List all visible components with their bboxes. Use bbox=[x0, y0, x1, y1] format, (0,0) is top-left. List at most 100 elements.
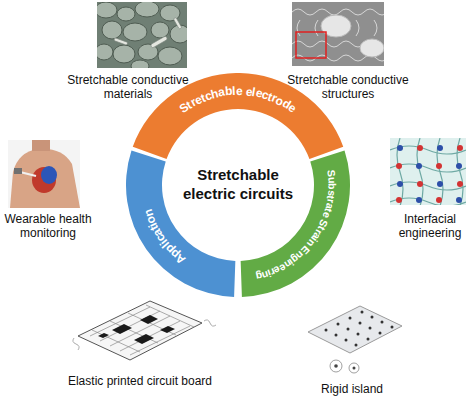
rigid-island-sheet-part bbox=[330, 360, 359, 373]
wearable-photo-part bbox=[10, 149, 80, 208]
rigid-island-sheet-part-part bbox=[335, 334, 338, 337]
segment-letter: l bbox=[232, 85, 236, 97]
segment-letter: g bbox=[255, 271, 264, 283]
interface-network-part-part bbox=[390, 146, 466, 154]
interface-network-part-part bbox=[397, 138, 403, 205]
rigid-island-sheet-part-part bbox=[349, 363, 359, 373]
segment-title: Substrate Strain Engineering bbox=[126, 73, 350, 297]
interface-network-part-part bbox=[457, 145, 463, 151]
circuit-board bbox=[73, 301, 216, 360]
segment-letter: b bbox=[224, 85, 233, 98]
segment-letter: u bbox=[326, 177, 337, 184]
interface-network-part-part bbox=[436, 197, 442, 203]
materials-photo-part-part bbox=[135, 2, 159, 17]
figure-caption: Elastic printed circuit board bbox=[50, 374, 230, 388]
figure-caption: Wearable health monitoring bbox=[2, 212, 94, 241]
rigid-island-sheet-part-part bbox=[330, 360, 342, 372]
rigid-island-sheet-part bbox=[308, 306, 402, 353]
segment-title: Application bbox=[126, 73, 350, 297]
rigid-island-sheet-part-part bbox=[379, 332, 382, 335]
interface-network-part-part bbox=[397, 181, 403, 187]
circuit-board-part-part bbox=[160, 326, 175, 333]
materials-photo-part-part bbox=[113, 45, 135, 63]
rigid-island-sheet-part bbox=[325, 311, 394, 347]
interface-network-part-part bbox=[436, 163, 442, 169]
ring-segment: Application bbox=[126, 73, 350, 297]
materials-photo-part-part bbox=[173, 17, 182, 29]
rigid-island-sheet-part-part bbox=[349, 317, 352, 320]
rigid-island-sheet-part-part bbox=[371, 316, 374, 319]
wearable-photo-part bbox=[41, 166, 57, 184]
interface-network-part bbox=[396, 145, 463, 203]
interface-network-part-part bbox=[437, 145, 443, 151]
interface-network-part-part bbox=[437, 138, 443, 205]
rigid-island-sheet-part-part bbox=[381, 321, 384, 324]
circuit-board-part-part bbox=[112, 324, 132, 334]
circuit-board-part-part bbox=[90, 307, 190, 355]
structures-micrograph-part bbox=[292, 9, 384, 61]
rigid-island-sheet bbox=[308, 306, 402, 373]
rigid-island-sheet-part-part bbox=[347, 328, 350, 331]
interface-network-part-part bbox=[397, 145, 403, 151]
materials-photo-part-part bbox=[114, 38, 128, 46]
interface-network-part-part bbox=[456, 163, 462, 169]
center-title: Stretchable electric circuits bbox=[173, 166, 303, 204]
materials-photo-part-part bbox=[97, 2, 117, 18]
rigid-island-sheet-part-part bbox=[337, 323, 340, 326]
materials-photo-part-part bbox=[160, 5, 180, 21]
wearable-photo-part bbox=[20, 172, 36, 176]
materials-photo-part bbox=[114, 17, 182, 48]
circuit-board-part bbox=[73, 305, 216, 355]
figure-caption: Stretchable conductive structures bbox=[281, 73, 415, 102]
wearable-photo bbox=[8, 140, 80, 208]
center-circle: Stretchable electric circuits bbox=[162, 109, 314, 261]
rigid-island-sheet-part-part bbox=[355, 344, 358, 347]
rigid-island-sheet-part-part bbox=[357, 333, 360, 336]
interface-network-part-part bbox=[416, 163, 422, 169]
interface-network-part bbox=[390, 138, 466, 205]
wearable-photo-part bbox=[32, 167, 56, 193]
materials-photo-part-part bbox=[158, 47, 182, 65]
interface-network-part bbox=[390, 138, 466, 205]
circuit-board-part-part bbox=[98, 333, 109, 338]
segment-letter: S bbox=[326, 169, 337, 177]
structures-micrograph bbox=[292, 2, 384, 66]
circuit-board-part-part bbox=[92, 305, 194, 352]
ring-segment: Substrate Strain Engineering bbox=[126, 73, 350, 297]
rigid-island-sheet-part-part bbox=[345, 339, 348, 342]
ring-segment: Stretchable electrode bbox=[126, 73, 350, 297]
segment-letter: b bbox=[327, 183, 338, 190]
interface-network-part-part bbox=[390, 198, 466, 205]
structures-micrograph-part bbox=[292, 2, 384, 66]
rigid-island-sheet-part-part bbox=[353, 367, 356, 370]
interface-network-part bbox=[397, 145, 462, 203]
rigid-island-sheet-part-part bbox=[391, 326, 394, 329]
interface-network-part-part bbox=[417, 181, 423, 187]
materials-photo-part-part bbox=[117, 7, 135, 21]
rigid-island-sheet-part-part bbox=[359, 322, 362, 325]
interface-network-part-part bbox=[416, 197, 422, 203]
segment-fill bbox=[126, 150, 235, 297]
segment-title: Stretchable electrode bbox=[126, 73, 350, 297]
circuit-board-part-part bbox=[140, 315, 158, 324]
materials-photo-part-part bbox=[131, 60, 149, 68]
materials-photo-part-part bbox=[123, 23, 147, 41]
interface-network-part-part bbox=[390, 182, 466, 190]
materials-photo-part-part bbox=[102, 21, 122, 39]
segment-fill bbox=[241, 150, 350, 297]
figure-caption: Stretchable conductive materials bbox=[61, 73, 195, 102]
interface-network-part-part bbox=[456, 197, 462, 203]
interface-network-part-part bbox=[396, 197, 402, 203]
figure-caption: Rigid island bbox=[302, 382, 402, 396]
structures-micrograph-part bbox=[321, 15, 384, 57]
wearable-photo-part bbox=[14, 168, 22, 174]
materials-photo bbox=[97, 2, 187, 68]
segment-letter: e bbox=[236, 85, 243, 97]
interface-network-part-part bbox=[417, 145, 423, 151]
interface-network-part-part bbox=[437, 181, 443, 187]
figure-caption: Interfacial engineering bbox=[392, 212, 468, 241]
circuit-board-part bbox=[78, 301, 202, 360]
interface-network-part-part bbox=[417, 138, 423, 205]
materials-photo-part-part bbox=[151, 22, 169, 38]
wearable-photo-part bbox=[32, 140, 50, 151]
